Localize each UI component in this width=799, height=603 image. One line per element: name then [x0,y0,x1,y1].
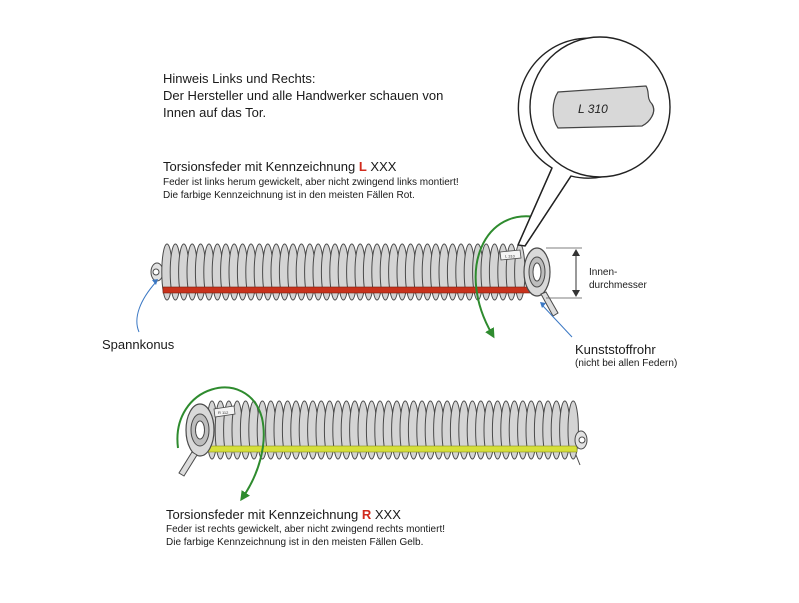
right-desc-line-1: Feder ist rechts gewickelt, aber nicht z… [166,524,446,535]
left-title-prefix: Torsionsfeder mit Kennzeichnung [163,159,359,174]
left-spring-end-tube [523,247,559,317]
spannkonus-pointer [136,279,158,333]
inner-diameter-label: Innen- durchmesser [589,266,647,292]
right-spring-title: Torsionsfeder mit Kennzeichnung R XXX [166,507,401,522]
right-mark-letter: R [361,507,372,522]
left-small-tag: L 310 [499,249,522,261]
left-mark-letter: L [358,159,367,174]
right-spring-description: Feder ist rechts gewickelt, aber nicht z… [166,523,445,549]
large-tag-text: L 310 [578,102,608,116]
note-line-3: Innen auf das Tor. [163,105,267,120]
right-spring-cone [574,430,588,466]
left-spring-description: Feder ist links herum gewickelt, aber ni… [163,176,459,202]
left-small-tag-text: L 310 [505,254,516,259]
left-spring-coils [161,243,526,301]
large-tag: L 310 [552,85,655,129]
right-small-tag-text: R 112 [218,410,229,415]
inner-diameter-line-2: durchmesser [589,280,647,291]
tag-callout: L 310 [516,36,671,247]
plastic-tube-label: Kunststoffrohr [575,342,656,357]
left-title-suffix: XXX [366,159,397,174]
orientation-note: Hinweis Links und Rechts: Der Hersteller… [163,70,443,121]
right-title-prefix: Torsionsfeder mit Kennzeichnung [166,507,362,522]
plastic-tube-note: (nicht bei allen Federn) [575,358,678,369]
right-spring: R 112 [178,400,588,477]
right-rotation-arrow [176,386,265,502]
plastic-tube-pointer [540,302,573,338]
right-spring-yellow-marking [204,445,578,453]
inner-diameter-line-1: Innen- [589,267,618,278]
spannkonus-label: Spannkonus [102,337,175,352]
left-spring: L 310 [150,243,559,317]
left-spring-cone [150,262,164,282]
right-small-tag: R 112 [213,405,236,418]
right-desc-line-2: Die farbige Kennzeichnung ist in den mei… [166,537,424,548]
right-spring-end-tube [178,403,215,477]
right-title-suffix: XXX [371,507,401,522]
note-line-1: Hinweis Links und Rechts: [163,71,316,86]
right-spring-coils [206,400,579,460]
inner-diameter-dimension [546,247,582,299]
note-line-2: Der Hersteller und alle Handwerker schau… [163,88,444,103]
left-rotation-arrow [474,215,541,339]
left-desc-line-1: Feder ist links herum gewickelt, aber ni… [163,177,459,188]
left-desc-line-2: Die farbige Kennzeichnung ist in den mei… [163,190,415,201]
left-spring-title: Torsionsfeder mit Kennzeichnung L XXX [163,159,396,174]
